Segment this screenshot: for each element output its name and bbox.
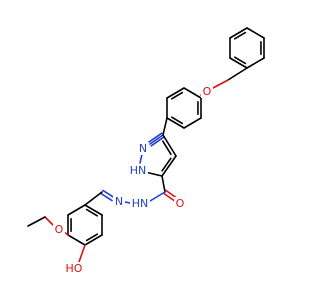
- atom-hydrazone-n-label: N: [115, 195, 123, 208]
- ring-a-inner-0: [233, 31, 247, 40]
- pyr-c5-carbonyl: [161, 175, 166, 193]
- atom-hydroxyl: HO: [64, 262, 84, 275]
- atom-pyrazole-n: N: [137, 142, 149, 155]
- pyr-c5-c4: [161, 155, 177, 177]
- ring-c-bond-2: [84, 234, 103, 246]
- ring-a-bond-0: [229, 27, 248, 39]
- amide-n-bond: [149, 191, 166, 202]
- atom-pyrazole-n-label: N: [139, 142, 147, 155]
- carbonyl-double-a: [163, 192, 175, 202]
- pyr-c3-n2-double-a: [147, 132, 163, 143]
- pyr-c5-c4-inner: [161, 157, 172, 172]
- ring-b-inner-1: [170, 116, 184, 125]
- atom-ethoxy-oxygen: O: [53, 223, 65, 236]
- atom-hydrazone-n: N: [113, 195, 125, 208]
- atom-ether-oxygen-label: O: [203, 85, 212, 98]
- ring-c-bond-0: [84, 204, 103, 216]
- ring-hydroxyl: [78, 244, 86, 263]
- atom-amide-oxygen: O: [174, 197, 186, 210]
- imine-ch-ring-bond: [84, 191, 103, 206]
- ring-a-inner-2: [233, 56, 247, 65]
- atom-amide-oxygen-label: O: [176, 197, 185, 210]
- pyr-c3-n2-double-b: [150, 136, 166, 147]
- ring-a-bond-1: [246, 27, 265, 39]
- ethoxy-ch2-ch3: [27, 216, 46, 227]
- benzyl-ch2-bond: [227, 67, 248, 81]
- ring-b-inner-2: [170, 91, 184, 100]
- ring-a-bond-3: [246, 57, 265, 69]
- structure-canvas: O N HN O HN N O HO: [27, 27, 265, 275]
- n-n-bond: [124, 201, 131, 204]
- ring-b-bond-1: [183, 117, 202, 129]
- pyr-n2-n1: [139, 153, 143, 164]
- pyr-c4-c3: [162, 134, 177, 157]
- atom-hydrazide-nh: HN: [130, 197, 150, 210]
- carbonyl-double-b: [165, 189, 177, 199]
- ring-b-bond-5: [183, 87, 202, 99]
- atom-ethoxy-oxygen-label: O: [55, 223, 64, 236]
- atom-ether-oxygen: O: [201, 85, 213, 98]
- ethoxy-o-ch2: [44, 216, 55, 227]
- atom-layer: O N HN O HN N O HO: [53, 85, 213, 275]
- biaryl-bond: [162, 117, 168, 136]
- pyr-c3-n2: [149, 134, 164, 145]
- atom-hydrazide-nh-label: HN: [132, 197, 149, 210]
- pyr-c4-c3-inner: [162, 140, 172, 156]
- atom-pyrazole-nh: HN: [128, 164, 148, 177]
- bond-layer: [27, 27, 265, 263]
- ring-c-bond-5: [67, 204, 86, 216]
- ring-c-inner-0: [85, 208, 99, 217]
- ring-b-bond-4: [166, 87, 185, 99]
- ring-a-bond-4: [229, 57, 248, 69]
- ring-c-bond-3: [67, 234, 86, 246]
- atom-pyrazole-nh-label: HN: [130, 164, 147, 177]
- ring-b-bond-2: [166, 117, 185, 129]
- hydrazone-double-a: [102, 189, 115, 199]
- hydrazone-double-b: [100, 192, 113, 202]
- ring-c-inner-1: [85, 233, 99, 242]
- atom-hydroxyl-label: HO: [66, 262, 83, 275]
- benzyl-o-bond: [212, 79, 229, 89]
